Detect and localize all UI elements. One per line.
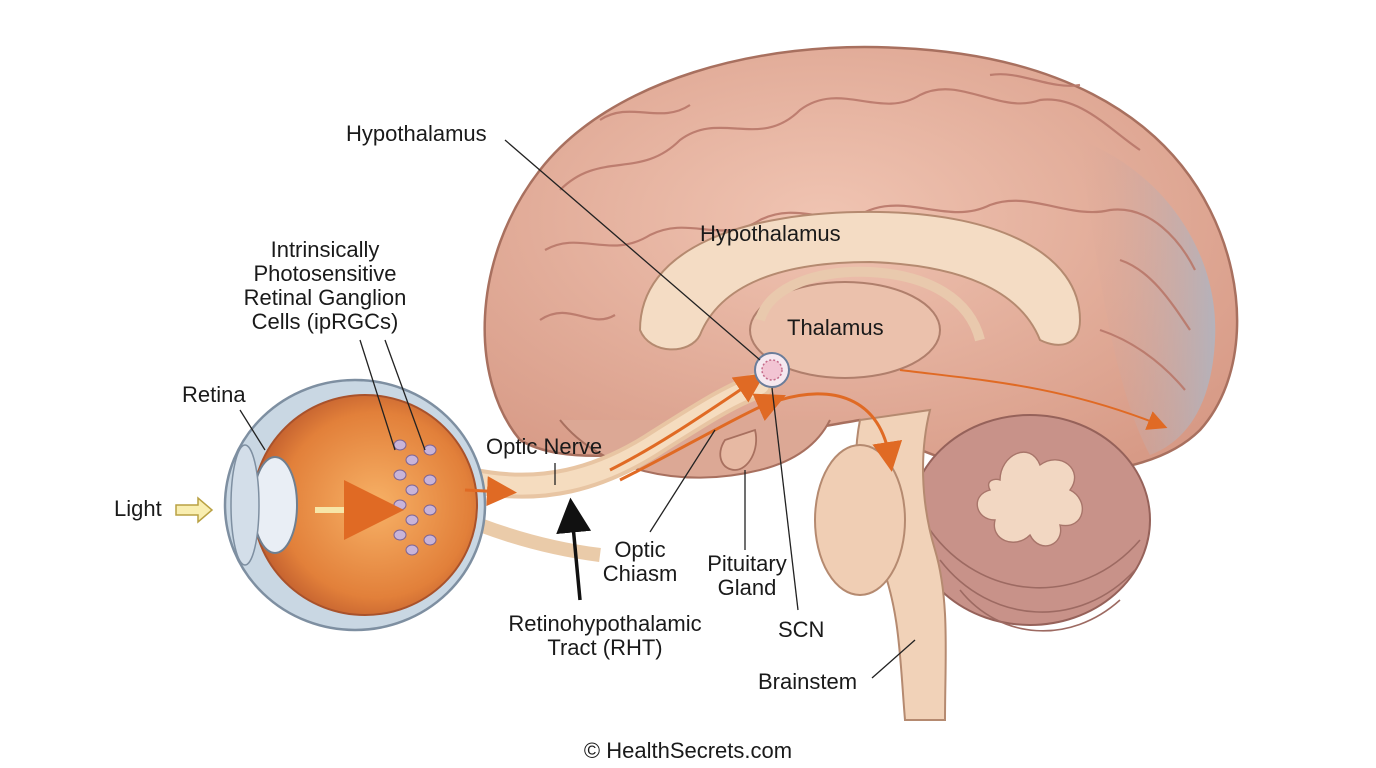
label-iprgc-line2: Photosensitive	[253, 261, 397, 286]
light-arrow-icon	[175, 496, 214, 524]
label-hypothalamus-top: Hypothalamus	[346, 121, 487, 146]
copyright-credit: © HealthSecrets.com	[583, 738, 793, 763]
label-iprgc-line3: Retinal Ganglion	[243, 285, 407, 310]
label-pituitary-gland: Pituitary Gland	[695, 552, 799, 600]
label-light: Light	[114, 496, 162, 521]
label-iprgc-line1: Intrinsically	[270, 237, 380, 262]
scn	[754, 352, 790, 388]
label-optic-chiasm-line2: Chiasm	[602, 561, 678, 586]
label-thalamus: Thalamus	[787, 315, 884, 340]
label-pituitary-line1: Pituitary	[707, 551, 787, 576]
label-iprgc-line4: Cells (ipRGCs)	[251, 309, 399, 334]
pituitary-gland	[719, 428, 758, 471]
label-pituitary-line2: Gland	[717, 575, 777, 600]
label-optic-chiasm-line1: Optic	[614, 537, 666, 562]
label-iprgc: Intrinsically Photosensitive Retinal Gan…	[240, 238, 410, 334]
label-brainstem: Brainstem	[758, 669, 858, 694]
brainstem	[814, 408, 947, 721]
label-scn: SCN	[778, 617, 825, 642]
cerebellum	[909, 414, 1151, 632]
label-optic-nerve: Optic Nerve	[486, 434, 603, 459]
rht-pointer-arrow	[556, 497, 592, 601]
eye	[223, 378, 487, 632]
rht-arrows	[464, 369, 1168, 507]
brain	[483, 45, 1239, 479]
label-retina: Retina	[182, 382, 246, 407]
label-rht-line2: Tract (RHT)	[547, 635, 663, 660]
leader-lines	[239, 139, 916, 679]
label-optic-chiasm: Optic Chiasm	[600, 538, 680, 586]
label-rht-line1: Retinohypothalamic	[508, 611, 702, 636]
label-rht: Retinohypothalamic Tract (RHT)	[490, 612, 720, 660]
label-hypothalamus-inner: Hypothalamus	[700, 221, 841, 246]
